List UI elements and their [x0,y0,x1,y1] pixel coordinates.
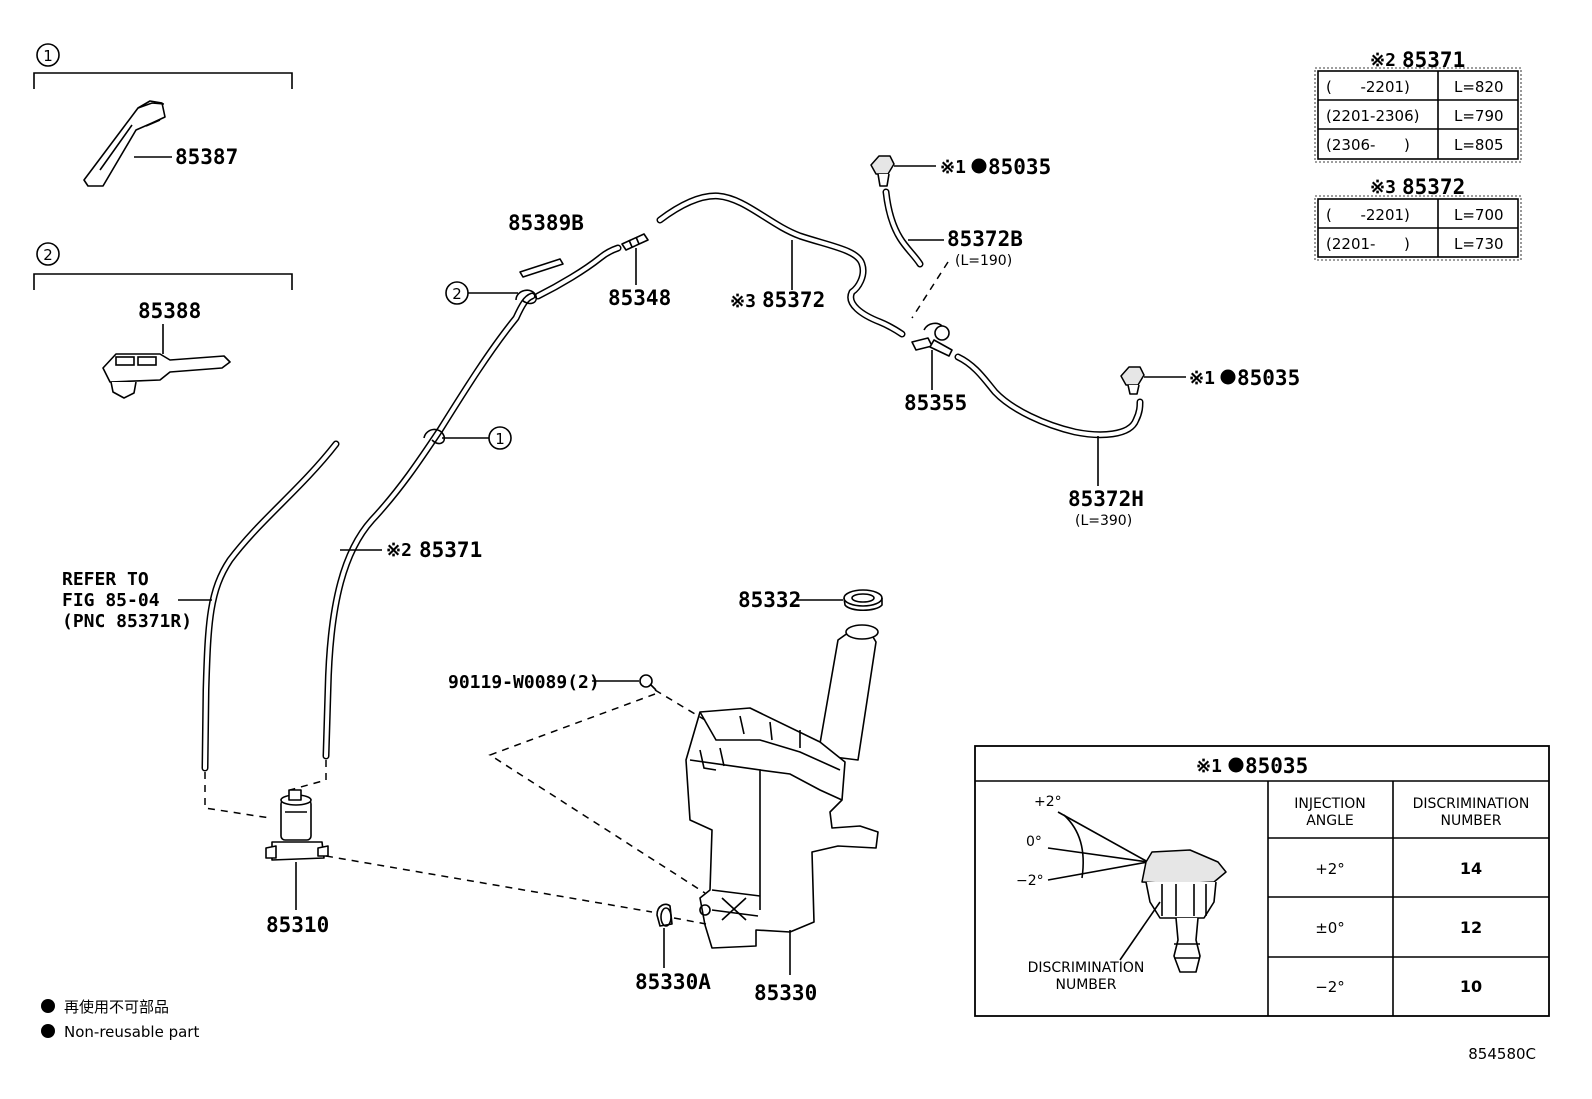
part-label-85372H[interactable]: 85372H [1068,487,1144,511]
figure-code: 854580C [1468,1045,1536,1063]
nozzle-table: ※1 85035 INJECTION ANGLE DISCRIMINATION … [974,745,1550,1017]
hose-upper-joint [534,244,622,300]
table-85371-row-2-range: (2201-2306) [1326,107,1419,125]
callout-2-text: 2 [452,285,462,303]
inset-1-marker-text: 1 [43,47,53,65]
discrimination-label-2: NUMBER [1056,977,1117,993]
legend-dot-en [41,1024,55,1038]
non-reusable-dot-right [1220,369,1236,385]
nozzle-col2-header-2: NUMBER [1441,813,1502,829]
table-85372-title-prefix: ※3 [1370,177,1396,198]
table-85372-row-2-length: L=730 [1454,235,1504,253]
hose-85372 [656,192,906,338]
angle-mark-0: 0° [1026,834,1042,850]
table-85372: ※3 85372 ( -2201) L=700 (2201- ) L=730 [1314,175,1522,261]
part-label-85388[interactable]: 85388 [138,299,201,323]
nozzle-table-dot [1228,757,1244,773]
part-label-85389B[interactable]: 85389B [508,211,584,235]
part-label-85372H-length: (L=390) [1075,513,1132,529]
clip-85388-drawing [102,353,231,399]
part-label-85371-prefix: ※2 [386,540,412,561]
grommet-85330A-drawing [656,903,673,927]
inset-2: 2 85388 [33,242,293,399]
refer-text-line-3[interactable]: (PNC 85371R) [62,611,192,632]
nozzle-row-3-number: 10 [1460,977,1482,996]
hose-85372B [882,188,924,268]
tank-85330-drawing [685,624,879,949]
table-85371-title-prefix: ※2 [1370,50,1396,71]
refer-text-line-2[interactable]: FIG 85-04 [62,590,160,611]
part-label-85387[interactable]: 85387 [175,145,238,169]
part-label-85348[interactable]: 85348 [608,286,671,310]
hose-85371R [201,440,340,772]
table-85372-row-2-range: (2201- ) [1326,235,1410,253]
legend-dot-jp [41,999,55,1013]
part-label-85372B-length: (L=190) [955,253,1012,269]
non-reusable-dot-top [971,158,987,174]
inset-1: 1 85387 [33,43,293,187]
hose-85371 [322,292,536,760]
part-85348-drawing [621,233,649,251]
nozzle-row-2-angle: ±0° [1315,919,1345,937]
discrimination-label-1: DISCRIMINATION [1028,960,1145,976]
part-label-85355[interactable]: 85355 [904,391,967,415]
part-label-90119[interactable]: 90119-W0089(2) [448,672,600,693]
part-label-85035-right-prefix: ※1 [1189,368,1215,389]
inset-1-marker [36,43,60,67]
table-85371-row-2-length: L=790 [1454,107,1504,125]
angle-mark-plus2: +2° [1034,794,1062,810]
inset-2-marker-text: 2 [43,246,53,264]
part-label-85372[interactable]: 85372 [762,288,825,312]
table-85371-row-1-range: ( -2201) [1326,78,1410,96]
part-label-85330[interactable]: 85330 [754,981,817,1005]
part-label-85332[interactable]: 85332 [738,588,801,612]
cap-85332-drawing [843,589,883,612]
joint-85355-drawing [911,322,953,357]
clip-on-hose-2 [515,289,538,305]
part-label-85371[interactable]: 85371 [419,538,482,562]
nozzle-85035-top-drawing [870,155,895,187]
part-85389B-drawing [519,258,564,278]
bolt-90119-drawing [639,674,657,691]
table-85371-row-1-length: L=820 [1454,78,1504,96]
nozzle-row-2-number: 12 [1460,918,1482,937]
pump-85310-drawing [265,789,329,861]
nozzle-table-title: 85035 [1245,754,1308,778]
part-label-85330A[interactable]: 85330A [635,970,711,994]
nozzle-table-title-prefix: ※1 [1196,756,1222,777]
nozzle-85035-right-drawing [1120,366,1145,395]
nozzle-row-1-number: 14 [1460,859,1482,878]
table-85372-title: 85372 [1402,175,1465,199]
nozzle-row-1-angle: +2° [1315,860,1345,878]
table-85372-row-1-length: L=700 [1454,206,1504,224]
legend-text-en: Non-reusable part [64,1023,199,1041]
part-label-85035-top[interactable]: 85035 [988,155,1051,179]
refer-text-line-1[interactable]: REFER TO [62,569,149,590]
part-label-85035-right[interactable]: 85035 [1237,366,1300,390]
injection-angle-illustration [1047,811,1227,973]
part-label-85372-prefix: ※3 [730,291,756,312]
table-85371: ※2 85371 ( -2201) L=820 (2201-2306) L=79… [1314,48,1522,163]
table-85371-row-3-length: L=805 [1454,136,1504,154]
callout-1-text: 1 [495,430,505,448]
legend-text-jp: 再使用不可部品 [64,998,169,1016]
nozzle-col1-header-2: ANGLE [1306,813,1354,829]
part-label-85310[interactable]: 85310 [266,913,329,937]
clip-on-hose-1 [423,428,446,445]
clamp-85387-drawing [83,100,166,187]
nozzle-col2-header-1: DISCRIMINATION [1413,796,1530,812]
inset-2-marker [36,242,60,266]
table-85372-row-1-range: ( -2201) [1326,206,1410,224]
part-label-85035-top-prefix: ※1 [940,157,966,178]
nozzle-row-3-angle: −2° [1315,978,1345,996]
part-label-85372B[interactable]: 85372B [947,227,1023,251]
angle-mark-minus2: −2° [1016,873,1044,889]
nozzle-col1-header-1: INJECTION [1294,796,1366,812]
inset-2-bracket [33,273,293,290]
hose-85372H [954,353,1144,439]
inset-1-bracket [33,72,293,89]
table-85371-row-3-range: (2306- ) [1326,136,1410,154]
